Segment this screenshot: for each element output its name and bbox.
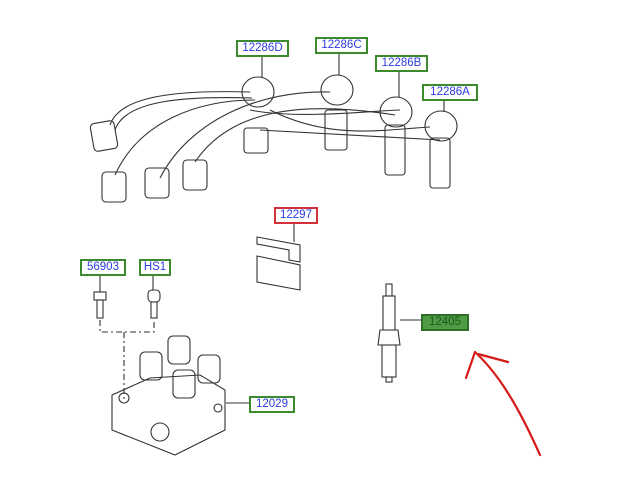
annotation-arrow xyxy=(464,350,542,457)
part-label-12297[interactable]: 12297 xyxy=(274,207,318,224)
leader-lines xyxy=(99,54,445,404)
part-label-12286b[interactable]: 12286B xyxy=(375,55,428,72)
part-label-12286a[interactable]: 12286A xyxy=(422,84,478,101)
part-label-56903[interactable]: 56903 xyxy=(80,259,126,276)
ignition-leads-drawing xyxy=(89,74,458,203)
part-label-12405[interactable]: 12405 xyxy=(421,314,469,331)
spark-plug-drawing xyxy=(377,283,401,383)
part-label-hs1[interactable]: HS1 xyxy=(139,259,171,276)
part-label-12286c[interactable]: 12286C xyxy=(315,37,368,54)
retainer-clip-drawing xyxy=(256,236,301,291)
screws-drawing xyxy=(93,289,161,400)
part-label-12029[interactable]: 12029 xyxy=(249,396,295,413)
coil-pack-drawing xyxy=(111,335,226,456)
part-label-12286d[interactable]: 12286D xyxy=(236,40,289,57)
